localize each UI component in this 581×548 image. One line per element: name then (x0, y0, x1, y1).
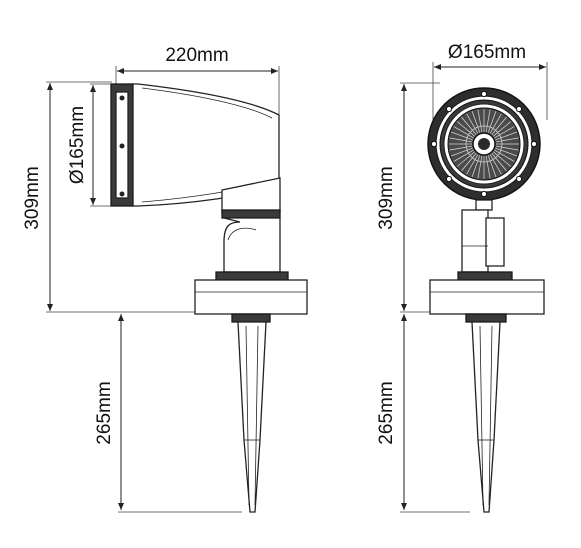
reflector-facet (453, 126, 474, 139)
reflector-facet (492, 121, 512, 137)
reflector-facet (485, 109, 491, 133)
front-lamp-head (427, 87, 541, 201)
front-diameter-dimension: Ø165mm (432, 42, 548, 120)
reflector-facet (461, 116, 477, 136)
reflector-facet (466, 113, 479, 134)
reflector-facet (495, 137, 519, 143)
reflector-facet (453, 149, 474, 162)
reflector-facet (449, 137, 473, 143)
screw-icon (515, 105, 523, 113)
side-lamp-head (110, 83, 280, 207)
screw-icon (445, 175, 453, 183)
front-height-dimension: 309mm (376, 82, 440, 313)
screw-icon (530, 140, 538, 148)
reflector-facet (492, 151, 512, 167)
side-spike (237, 321, 267, 513)
reflector-facet (456, 151, 476, 167)
reflector-facet (485, 155, 491, 179)
reflector-facet (471, 155, 481, 178)
side-view: 220mm Ø165mm 309mm 265mm (22, 45, 308, 513)
side-bracket (215, 177, 289, 281)
reflector-facet (489, 113, 502, 134)
front-diameter-label: Ø165mm (448, 42, 526, 63)
reflector-facet (491, 152, 507, 172)
side-spike-dimension: 265mm (94, 314, 242, 513)
reflector-facet (494, 126, 515, 139)
reflector-facet (450, 147, 473, 157)
reflector-facet (461, 152, 477, 172)
reflector-facet (495, 147, 518, 157)
front-spike (471, 321, 501, 513)
reflector-facet (495, 145, 519, 151)
screw-icon (430, 140, 438, 148)
front-view: Ø165mm 309mm 265mm (376, 42, 548, 513)
side-width-label: 220mm (165, 45, 228, 66)
reflector-facet (471, 110, 481, 133)
reflector-facet (487, 155, 497, 178)
front-spike-label: 265mm (376, 381, 397, 444)
reflector-facet (450, 131, 473, 141)
side-diameter-label: Ø165mm (67, 106, 88, 184)
reflector-facet (487, 110, 497, 133)
screw-icon (480, 190, 488, 198)
reflector-facet (456, 121, 476, 137)
front-height-label: 309mm (376, 166, 397, 229)
screw-icon (515, 175, 523, 183)
screw-icon (480, 90, 488, 98)
side-spike-label: 265mm (94, 381, 115, 444)
reflector-facet (495, 131, 518, 141)
front-spike-dimension: 265mm (376, 314, 470, 513)
reflector-facet (477, 155, 483, 179)
side-height-label: 309mm (22, 166, 43, 229)
reflector-facet (489, 154, 502, 175)
screw-icon (445, 105, 453, 113)
reflector-facet (449, 145, 473, 151)
reflector-facet (477, 109, 483, 133)
front-base (429, 279, 545, 323)
side-diameter-dimension: Ø165mm (67, 83, 112, 207)
side-height-dimension: 309mm (22, 81, 195, 313)
reflector-facet (466, 154, 479, 175)
reflector-facet (494, 149, 515, 162)
reflector-facet (491, 116, 507, 136)
front-bracket (457, 199, 513, 281)
side-base (194, 279, 308, 323)
